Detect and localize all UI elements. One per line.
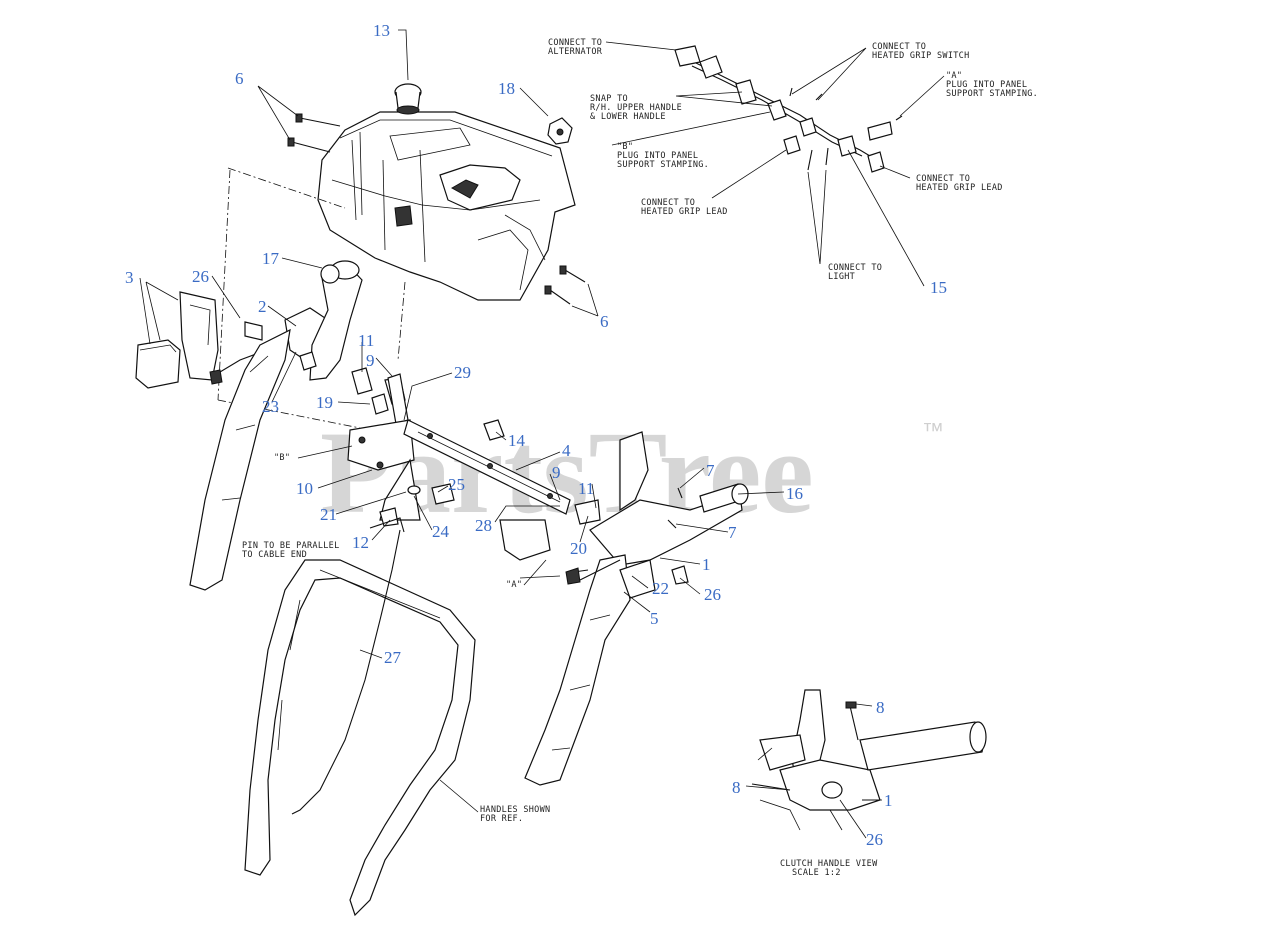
callout-1-inset: 1	[884, 791, 893, 810]
callout-6-upper: 6	[235, 69, 244, 88]
note-clutch-view: CLUTCH HANDLE VIEW SCALE 1:2	[780, 859, 883, 878]
callout-26-inset: 26	[866, 830, 883, 849]
upper-handle-right	[524, 431, 749, 786]
note-pin-parallel: PIN TO BE PARALLEL TO CABLE END	[242, 541, 345, 560]
note-plug-b: "B" PLUG INTO PANEL SUPPORT STAMPING.	[617, 142, 709, 170]
callout-10: 10	[296, 479, 313, 498]
note-alternator: CONNECT TO ALTERNATOR	[548, 38, 608, 57]
callout-14: 14	[508, 431, 526, 450]
small-hardware	[379, 419, 505, 527]
callout-29: 29	[454, 363, 471, 382]
callout-9-lower: 9	[552, 463, 561, 482]
callout-15: 15	[930, 278, 947, 297]
mark-b: "B"	[274, 453, 290, 463]
screws-upper	[257, 85, 341, 153]
wiring-harness	[674, 45, 903, 173]
watermark-trademark: ™	[922, 418, 944, 443]
callout-17: 17	[262, 249, 280, 268]
callout-19: 19	[316, 393, 333, 412]
callout-8-upper: 8	[876, 698, 885, 717]
note-handles-ref: HANDLES SHOWN FOR REF.	[480, 805, 556, 824]
callout-7-upper: 7	[706, 461, 715, 480]
callout-3: 3	[125, 268, 134, 287]
callout-4: 4	[562, 441, 571, 460]
callout-26-left: 26	[192, 267, 209, 286]
callout-21: 21	[320, 505, 337, 524]
screws-lower	[544, 265, 599, 317]
callout-9-upper: 9	[366, 351, 375, 370]
callout-2: 2	[258, 297, 267, 316]
assembly-notes: CONNECT TO ALTERNATOR CONNECT TO HEATED …	[242, 38, 1038, 878]
callout-18: 18	[498, 79, 515, 98]
note-light: CONNECT TO LIGHT	[828, 263, 888, 282]
callout-22: 22	[652, 579, 669, 598]
callout-numbers: 13 18 6 6 17 3 26 2 11 9 19 23 29 14 4 9…	[125, 21, 947, 849]
headlight-assembly	[135, 281, 301, 389]
callout-12: 12	[352, 533, 369, 552]
note-plug-a: "A" PLUG INTO PANEL SUPPORT STAMPING.	[946, 71, 1038, 99]
lower-handle	[244, 517, 476, 917]
callout-23: 23	[262, 397, 279, 416]
note-grip-lead-left: CONNECT TO HEATED GRIP LEAD	[641, 198, 728, 217]
callout-26-right: 26	[704, 585, 721, 604]
note-snap-to: SNAP TO R/H. UPPER HANDLE & LOWER HANDLE	[590, 94, 688, 122]
note-grip-lead-right: CONNECT TO HEATED GRIP LEAD	[916, 174, 1003, 193]
callout-11-left: 11	[358, 331, 374, 350]
dashboard-cover	[317, 83, 576, 301]
callout-leaders	[139, 29, 882, 839]
callout-7-lower: 7	[728, 523, 737, 542]
callout-1-main: 1	[702, 555, 711, 574]
upper-handle-left	[189, 260, 363, 591]
callout-13: 13	[373, 21, 390, 40]
harness-leaders	[605, 41, 945, 287]
callout-27: 27	[384, 648, 402, 667]
callout-11-right: 11	[578, 479, 594, 498]
note-grip-switch: CONNECT TO HEATED GRIP SWITCH	[872, 42, 970, 61]
mark-a: "A"	[506, 580, 522, 590]
callout-25: 25	[448, 475, 465, 494]
panel-support	[347, 373, 571, 561]
callout-24: 24	[432, 522, 450, 541]
callout-16: 16	[786, 484, 803, 503]
callout-8-lower: 8	[732, 778, 741, 797]
callout-20: 20	[570, 539, 587, 558]
callout-5: 5	[650, 609, 659, 628]
callout-28: 28	[475, 516, 492, 535]
clutch-handle-view	[751, 689, 987, 831]
callout-6-lower: 6	[600, 312, 609, 331]
